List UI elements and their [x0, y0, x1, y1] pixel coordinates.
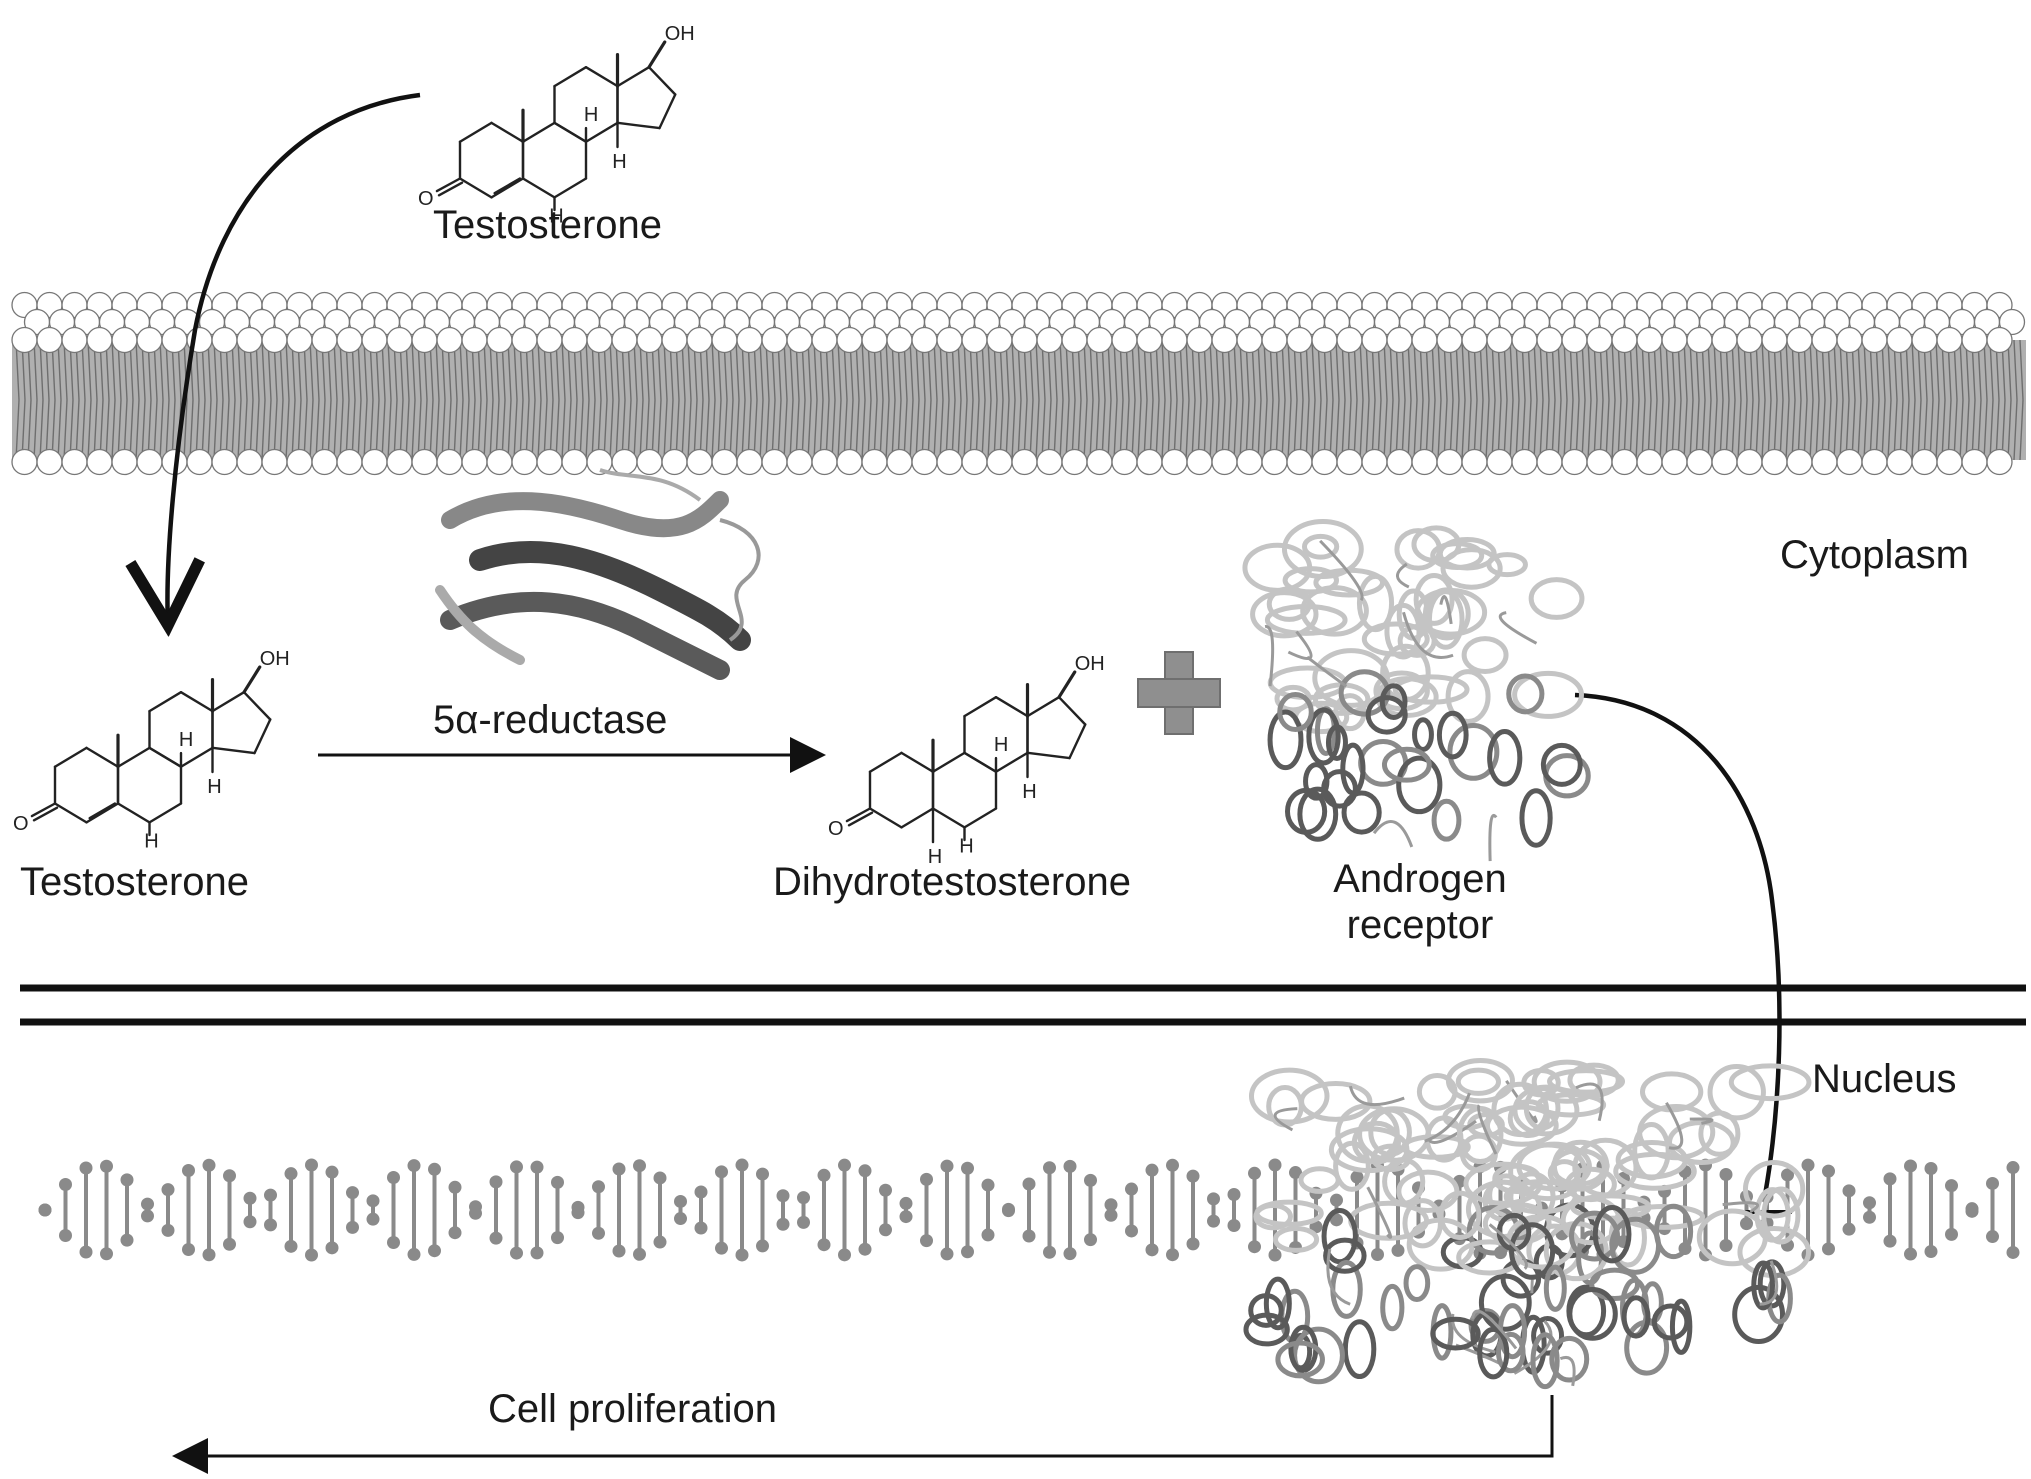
svg-text:O: O	[828, 818, 844, 840]
svg-text:H: H	[959, 836, 973, 858]
svg-text:OH: OH	[1075, 653, 1105, 675]
dna-helix	[38, 1158, 2020, 1262]
proliferation-arrow	[172, 1395, 1554, 1474]
cytoplasm-label: Cytoplasm	[1780, 533, 1969, 577]
nucleus-label: Nucleus	[1812, 1057, 1957, 1101]
cell-membrane	[11, 291, 2026, 476]
svg-text:H: H	[207, 776, 221, 798]
svg-text:H: H	[549, 206, 563, 228]
androgen-receptor-protein	[1242, 519, 1591, 862]
svg-text:H: H	[144, 831, 158, 853]
svg-text:H: H	[994, 734, 1008, 756]
svg-text:H: H	[584, 104, 598, 126]
testosterone-molecule-top: O OH H H H	[418, 23, 695, 228]
plus-icon	[1137, 651, 1221, 735]
svg-text:H: H	[612, 151, 626, 173]
receptor-label-line1: Androgen	[1333, 857, 1506, 901]
svg-text:H: H	[179, 729, 193, 751]
translocation-arrow	[1574, 692, 1782, 1196]
dna-bound-receptor-right	[1424, 1058, 1812, 1390]
svg-text:H: H	[928, 846, 942, 868]
testosterone-left-label: Testosterone	[20, 860, 249, 904]
proliferation-label: Cell proliferation	[488, 1387, 777, 1431]
svg-text:O: O	[13, 813, 29, 835]
svg-text:OH: OH	[260, 648, 290, 670]
nuclear-envelope	[20, 984, 2026, 1026]
diffusion-arrow	[167, 92, 421, 625]
5a-reductase-protein	[435, 468, 761, 680]
dht-label: Dihydrotestosterone	[773, 860, 1131, 904]
svg-text:O: O	[418, 188, 434, 210]
testosterone-molecule-left: O OH H H H	[13, 648, 290, 853]
svg-text:OH: OH	[665, 23, 695, 45]
svg-text:H: H	[1022, 781, 1036, 803]
testosterone-top-label: Testosterone	[433, 203, 662, 247]
receptor-label-line2: receptor	[1347, 903, 1494, 947]
enzyme-label: 5α-reductase	[433, 698, 667, 742]
